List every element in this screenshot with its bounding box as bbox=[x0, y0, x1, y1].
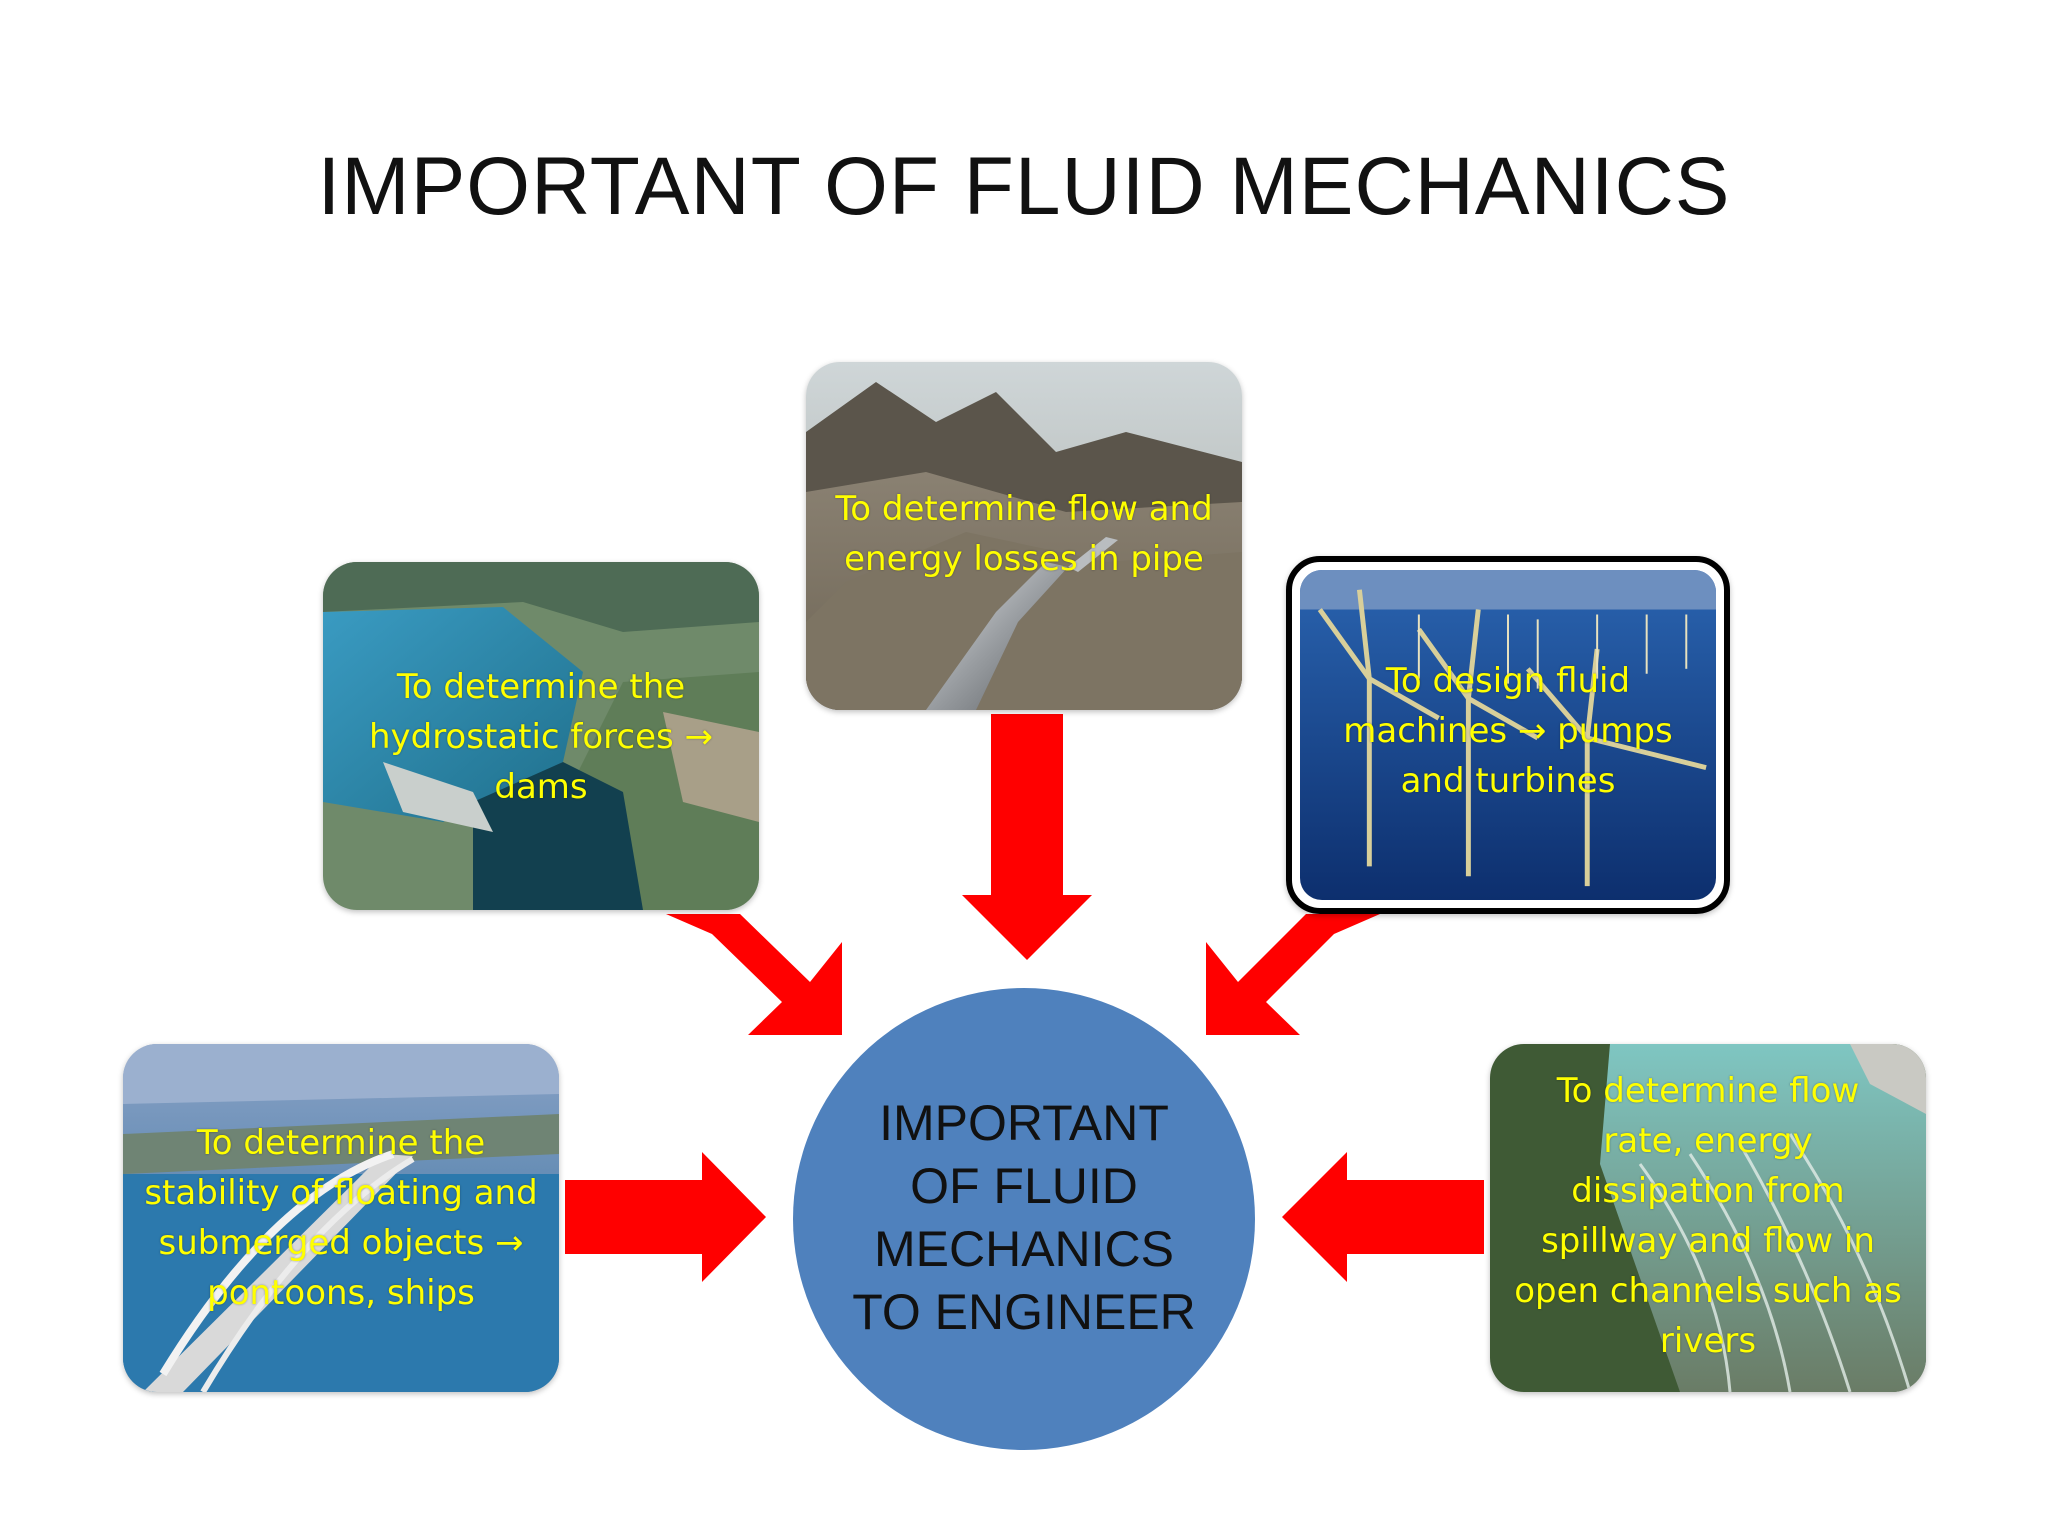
slide-title: IMPORTANT OF FLUID MECHANICS bbox=[317, 141, 1731, 232]
dam-photo bbox=[323, 562, 759, 910]
caption-pipe: To determine flow and energy losses in p… bbox=[835, 489, 1213, 579]
card-spillway: To determine flow rate, energy dissipati… bbox=[1490, 1044, 1926, 1392]
caption-dams: To determine the hydrostatic forces → da… bbox=[368, 667, 714, 807]
caption-spillway: To determine flow rate, energy dissipati… bbox=[1514, 1071, 1902, 1361]
caption-bridge: To determine the stability of floating a… bbox=[144, 1123, 538, 1313]
bridge-photo bbox=[123, 1044, 559, 1392]
center-circle bbox=[793, 988, 1255, 1450]
wind-turbines-photo bbox=[1300, 570, 1716, 900]
arrow-down bbox=[962, 714, 1092, 960]
arrow-diagonal-down-left bbox=[1206, 914, 1380, 1035]
card-wind-turbines: To design fluid machines → pumps and tur… bbox=[1286, 556, 1730, 914]
card-bridge: To determine the stability of floating a… bbox=[123, 1044, 559, 1392]
caption-wind-turbines: To design fluid machines → pumps and tur… bbox=[1343, 661, 1673, 801]
center-label: IMPORTANT OF FLUID MECHANICS TO ENGINEER bbox=[852, 1095, 1196, 1340]
spillway-photo bbox=[1490, 1044, 1926, 1392]
arrow-diagonal-down-right bbox=[666, 914, 842, 1035]
pipeline-photo bbox=[806, 362, 1242, 710]
card-pipe: To determine flow and energy losses in p… bbox=[806, 362, 1242, 710]
arrow-left bbox=[1282, 1152, 1484, 1282]
card-dams: To determine the hydrostatic forces → da… bbox=[323, 562, 759, 910]
arrow-right bbox=[565, 1152, 766, 1282]
